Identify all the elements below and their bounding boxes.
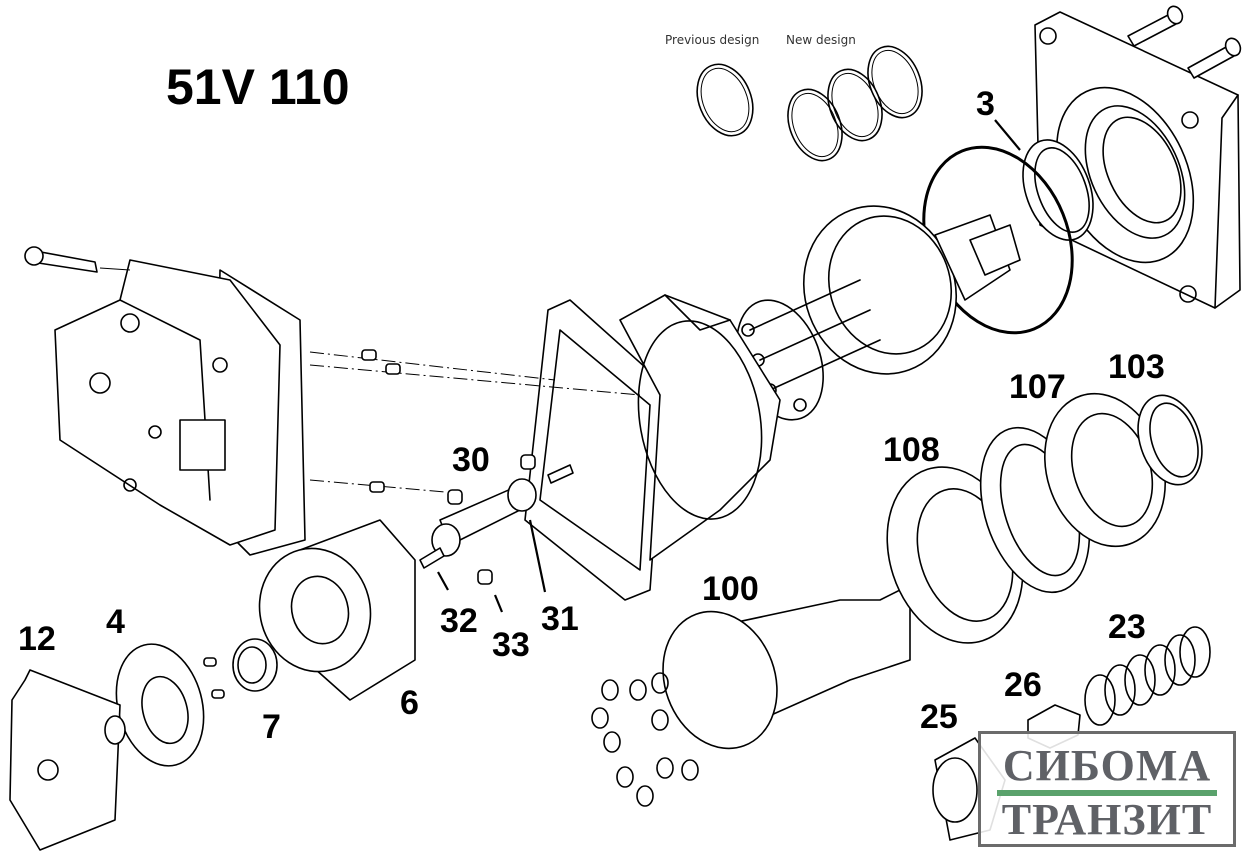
part-label-25: 25 (920, 698, 958, 736)
cylinder-block (258, 519, 416, 701)
watermark-line2: ТРАНЗИТ (1001, 795, 1213, 844)
cylinder-block-kit (736, 205, 1021, 421)
part-label-33: 33 (492, 626, 530, 664)
spring-23 (1084, 626, 1211, 726)
mounting-flange (1034, 11, 1241, 309)
piston-rings-new (787, 45, 923, 162)
part-label-26: 26 (1004, 666, 1042, 704)
end-cap-valve-block (54, 259, 306, 556)
piston-ring-previous (696, 63, 754, 137)
watermark-bar (997, 790, 1217, 796)
part-label-30: 30 (452, 441, 490, 479)
minimum-angle-stop (9, 669, 126, 851)
centerline (309, 364, 641, 396)
part-label-100: 100 (702, 570, 759, 608)
part-label-23: 23 (1108, 608, 1146, 646)
cap-screw (24, 246, 131, 273)
caption-new-design: New design (786, 33, 856, 47)
watermark-line1: СИБОМА (1002, 741, 1212, 790)
watermark-logo: СИБОМА ТРАНЗИТ (978, 731, 1236, 847)
part-label-6: 6 (400, 684, 419, 722)
part-label-31: 31 (541, 600, 579, 638)
part-label-4: 4 (106, 603, 125, 641)
shaft-seal (1022, 139, 1094, 241)
part-label-103: 103 (1108, 348, 1165, 386)
bearing-7 (203, 638, 278, 699)
plug (361, 349, 401, 493)
retaining-ring-103 (1137, 394, 1203, 486)
centerline (309, 351, 556, 381)
housing (524, 294, 781, 601)
leader-line-3 (994, 119, 1021, 151)
caption-previous-design: Previous design (665, 33, 760, 47)
piston-rings (591, 672, 699, 807)
servo-lever-assembly (419, 454, 574, 613)
part-label-3: 3 (976, 85, 995, 123)
part-label-108: 108 (883, 431, 940, 469)
part-label-7: 7 (262, 708, 281, 746)
diagram-title: 51V 110 (166, 59, 350, 115)
shaft-piston-assembly (591, 584, 911, 807)
part-label-107: 107 (1009, 368, 1066, 406)
part-label-32: 32 (440, 602, 478, 640)
part-label-12: 12 (18, 620, 56, 658)
flange-bolt (1127, 5, 1242, 79)
